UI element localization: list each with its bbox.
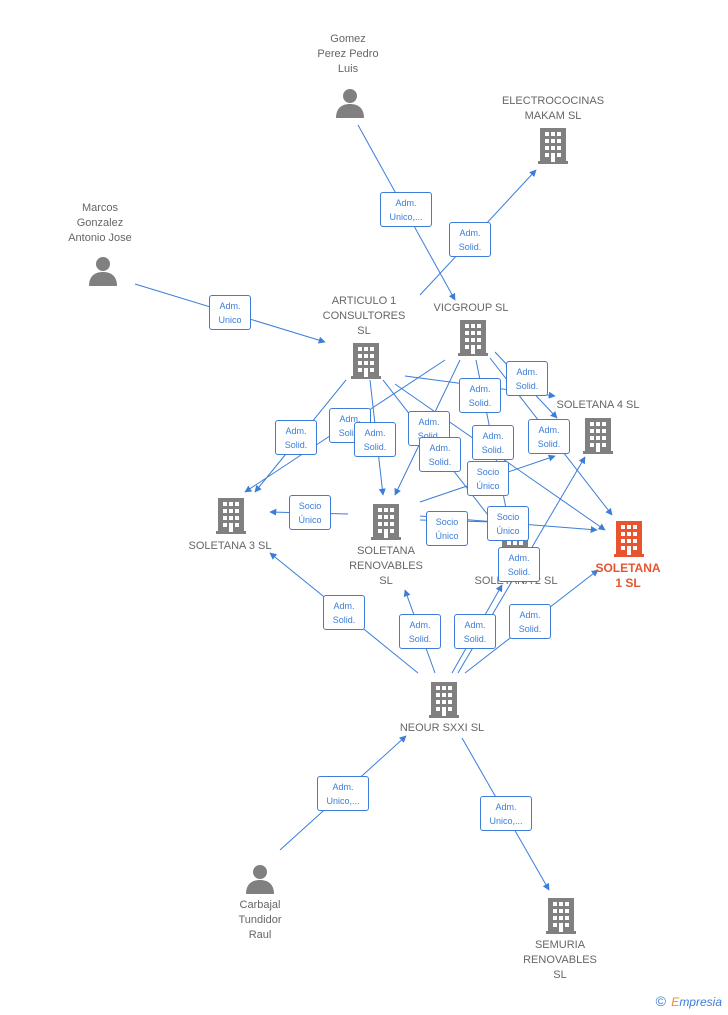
building-icon[interactable] <box>538 128 568 164</box>
building-icon[interactable] <box>614 521 644 557</box>
person-icon[interactable] <box>336 89 364 118</box>
edge-label-gomez-vicgroup[interactable]: Adm. Unico,... <box>380 192 432 227</box>
building-icon[interactable] <box>371 504 401 540</box>
node-label-carbajal[interactable]: Carbajal Tundidor Raul <box>238 899 282 941</box>
node-label-soletana1[interactable]: SOLETANA 1 SL <box>595 561 661 590</box>
edge-label-socio-3[interactable]: Socio Único <box>426 511 468 546</box>
edge-label-vicgroup-electrococinas[interactable]: Adm. Solid. <box>449 222 491 257</box>
edge-label-j[interactable]: Adm. Solid. <box>498 547 540 582</box>
node-label-vicgroup[interactable]: VICGROUP SL <box>433 302 509 314</box>
edge-label-socio-4[interactable]: Socio Único <box>487 506 529 541</box>
edge-label-neour-soletana1[interactable]: Adm. Solid. <box>509 604 551 639</box>
building-icon[interactable] <box>458 320 488 356</box>
edge-label-neour-renovables[interactable]: Adm. Solid. <box>399 614 441 649</box>
node-label-marcos[interactable]: Marcos Gonzalez Antonio Jose <box>68 202 132 244</box>
edge-label-neour-soletana2[interactable]: Adm. Solid. <box>454 614 496 649</box>
edge-label-i[interactable]: Adm. Solid. <box>419 437 461 472</box>
node-label-articulo[interactable]: ARTICULO 1 CONSULTORES SL <box>322 295 406 337</box>
building-icon[interactable] <box>546 898 576 934</box>
node-label-semuria[interactable]: SEMURIA RENOVABLES SL <box>523 939 597 981</box>
brand-logo: Empresia <box>671 995 722 1009</box>
edge-label-socio-2[interactable]: Socio Único <box>289 495 331 530</box>
node-label-neour[interactable]: NEOUR SXXI SL <box>399 722 485 734</box>
edge-label-e[interactable]: Adm. Solid. <box>354 422 396 457</box>
edge-label-marcos-articulo[interactable]: Adm. Unico <box>209 295 251 330</box>
building-icon[interactable] <box>583 418 613 454</box>
edge-label-neour-semuria[interactable]: Adm. Unico,... <box>480 796 532 831</box>
node-label-gomez[interactable]: Gomez Perez Pedro Luis <box>317 33 379 75</box>
edge-label-d[interactable]: Adm. Solid. <box>275 420 317 455</box>
edge-label-neour-soletana3[interactable]: Adm. Solid. <box>323 595 365 630</box>
building-icon[interactable] <box>429 682 459 718</box>
building-icon[interactable] <box>216 498 246 534</box>
edge-label-socio-1[interactable]: Socio Único <box>467 461 509 496</box>
edge-label-h[interactable]: Adm. Solid. <box>472 425 514 460</box>
building-icon[interactable] <box>351 343 381 379</box>
edge-label-b[interactable]: Adm. Solid. <box>459 378 501 413</box>
node-label-electrococinas[interactable]: ELECTROCOCINAS MAKAM SL <box>501 95 605 122</box>
person-icon[interactable] <box>246 865 274 894</box>
node-label-soletana3[interactable]: SOLETANA 3 SL <box>188 540 272 552</box>
person-icon[interactable] <box>89 257 117 286</box>
node-label-soletana4[interactable]: SOLETANA 4 SL <box>556 399 640 411</box>
edge-label-carbajal-neour[interactable]: Adm. Unico,... <box>317 776 369 811</box>
node-label-renovables[interactable]: SOLETANA RENOVABLES SL <box>349 545 423 587</box>
footer-brand[interactable]: © Empresia <box>656 993 722 1009</box>
edge-label-a[interactable]: Adm. Solid. <box>506 361 548 396</box>
copyright-icon: © <box>655 993 666 1009</box>
edge-label-g[interactable]: Adm. Solid. <box>528 419 570 454</box>
